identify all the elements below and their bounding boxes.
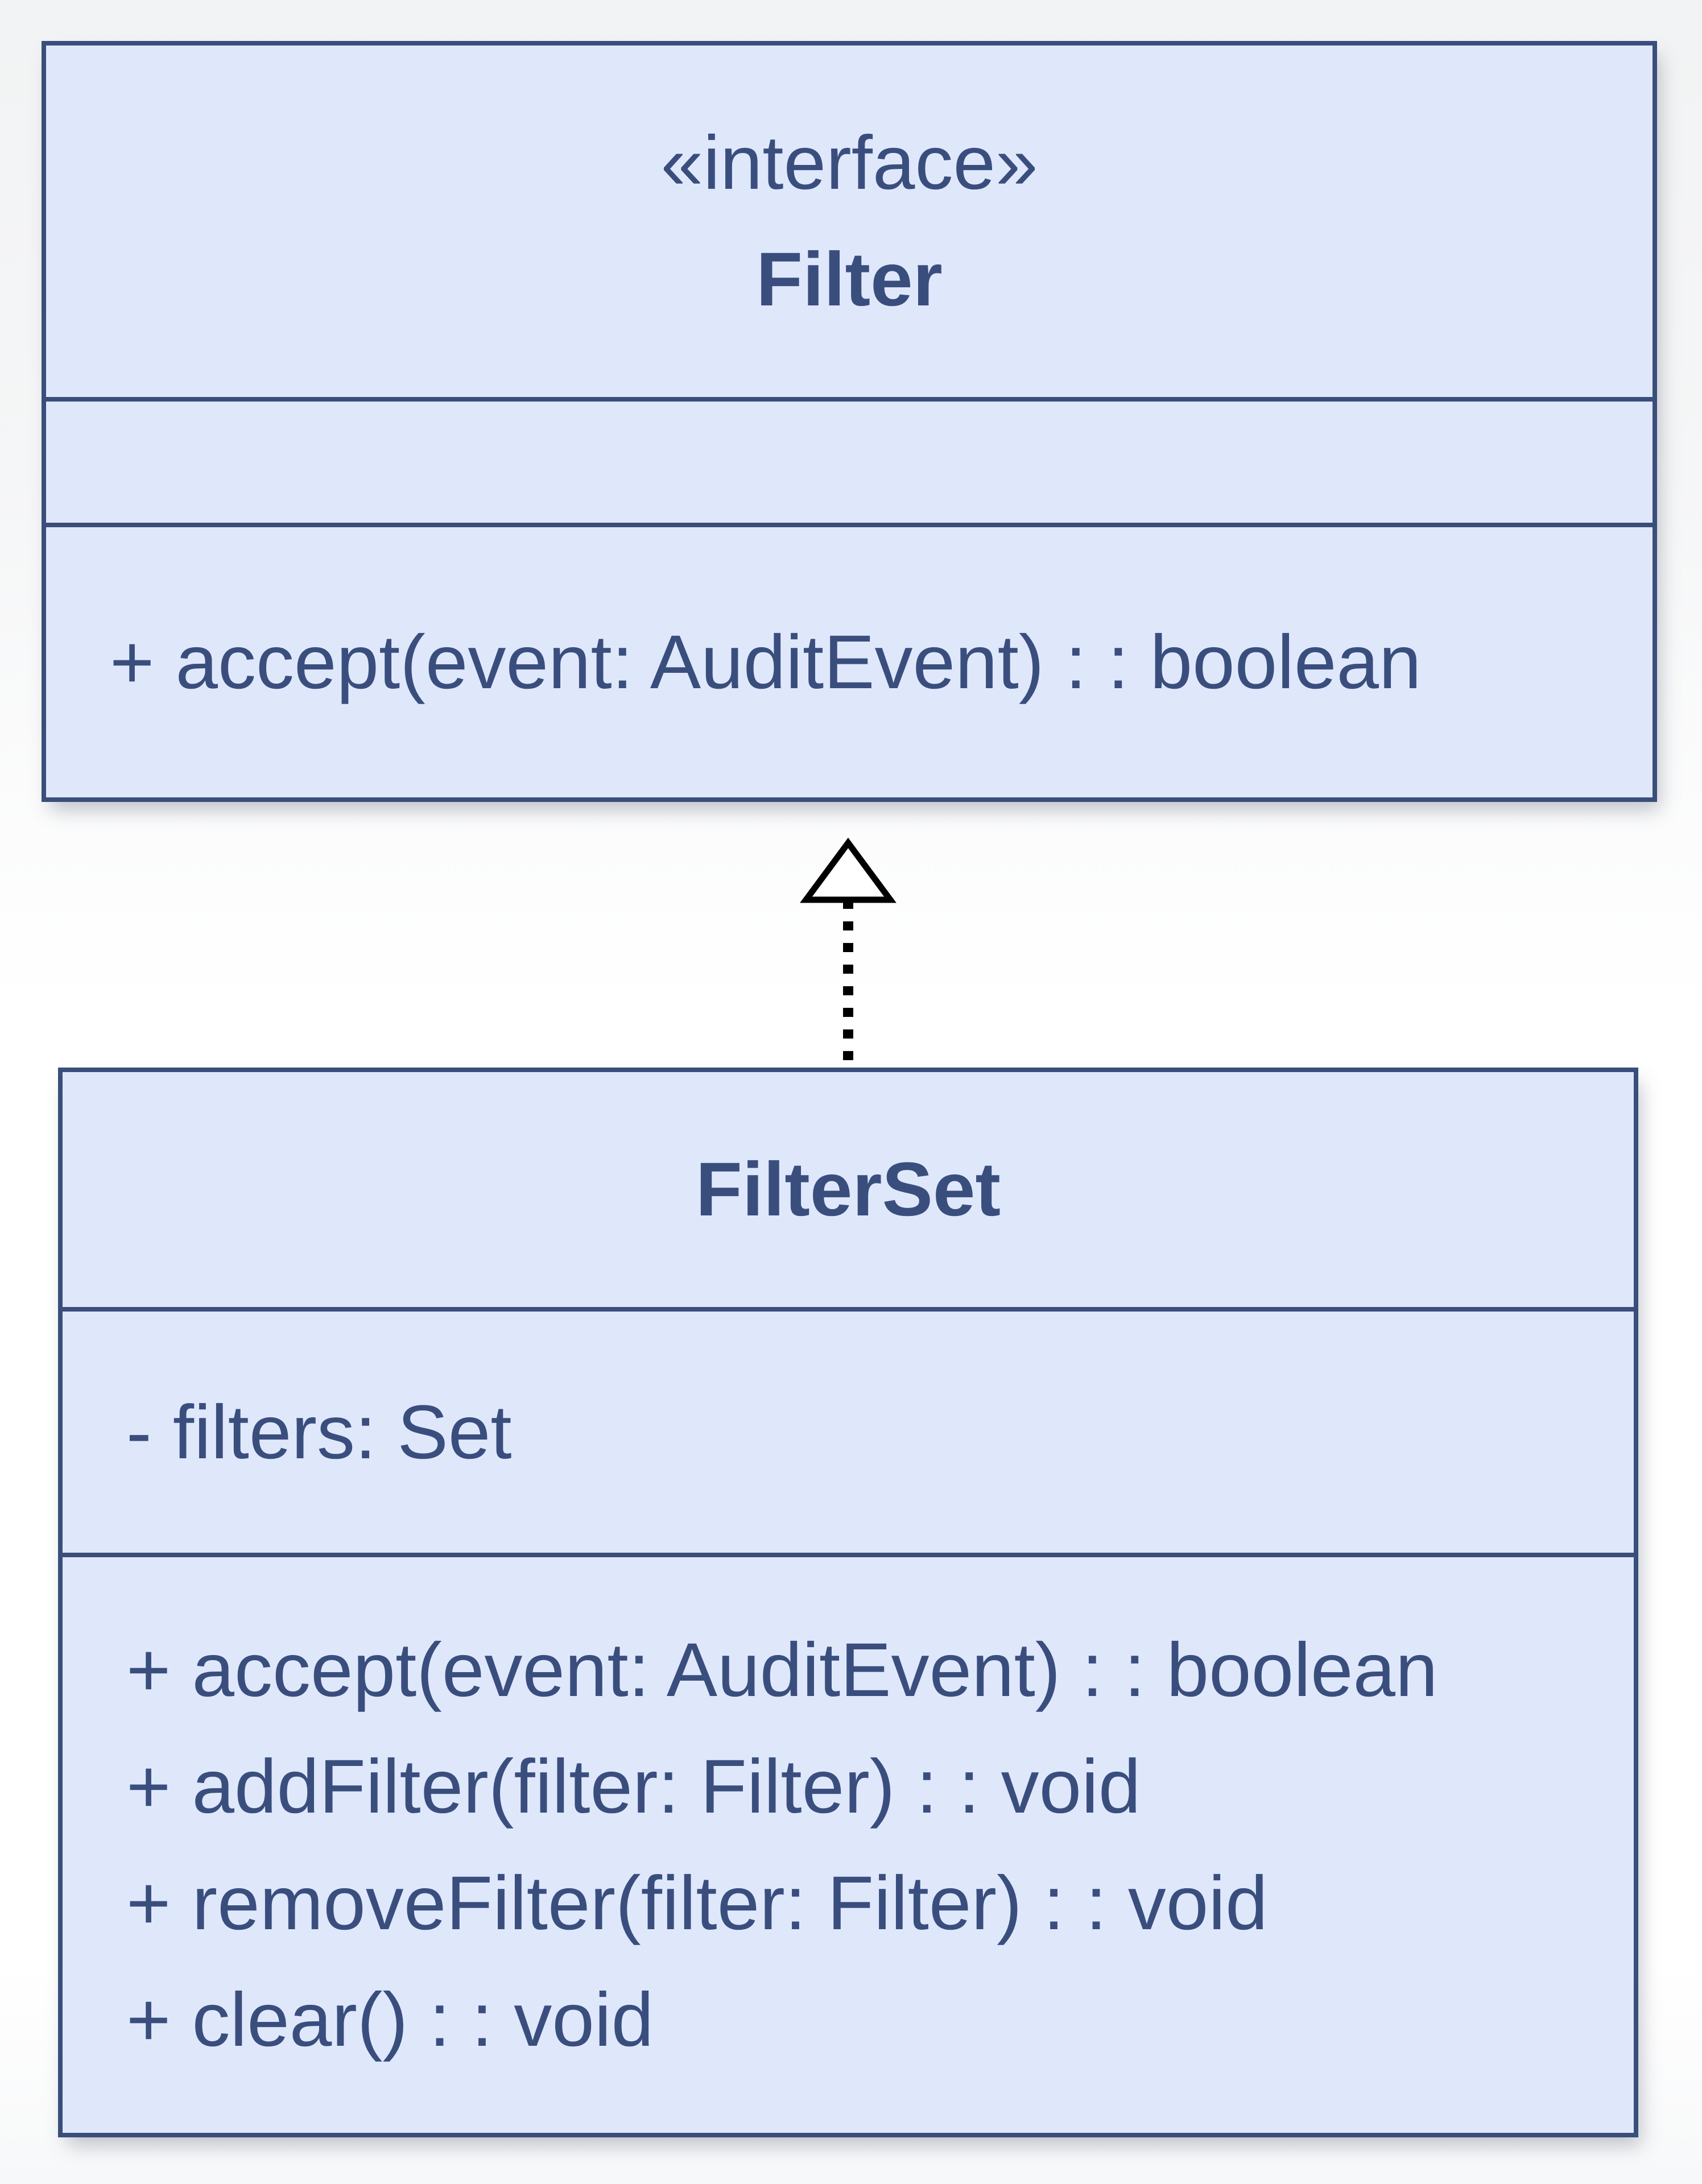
interface-attributes-compartment — [46, 402, 1653, 523]
compartment-divider — [63, 1553, 1634, 1557]
method-label: + accept(event: AuditEvent) : : boolean — [110, 620, 1422, 705]
attribute-label: - filters: Set — [126, 1389, 512, 1475]
method-label: + clear() : : void — [126, 1978, 654, 2062]
hollow-triangle-arrowhead-icon — [800, 837, 897, 903]
interface-title-compartment: «interface» Filter — [46, 46, 1653, 397]
method-label: + accept(event: AuditEvent) : : boolean — [126, 1628, 1438, 1713]
filterset-class-name: FilterSet — [695, 1147, 1001, 1232]
stereotype-label: «interface» — [660, 121, 1038, 205]
filterset-attributes-compartment: - filters: Set — [63, 1312, 1634, 1553]
interface-class-name: Filter — [756, 237, 943, 322]
filterset-title-compartment: FilterSet — [63, 1072, 1634, 1307]
method-label: + removeFilter(filter: Filter) : : void — [126, 1861, 1268, 1946]
interface-methods-compartment: + accept(event: AuditEvent) : : boolean — [46, 527, 1653, 797]
interface-class-box-filter: «interface» Filter + accept(event: Audit… — [42, 41, 1657, 802]
compartment-divider — [46, 397, 1653, 402]
compartment-divider — [46, 523, 1653, 527]
compartment-divider — [63, 1307, 1634, 1312]
method-label: + addFilter(filter: Filter) : : void — [126, 1744, 1141, 1829]
realization-arrow — [800, 837, 897, 1068]
filterset-methods-compartment: + accept(event: AuditEvent) : : boolean … — [63, 1557, 1634, 2133]
class-box-filterset: FilterSet - filters: Set + accept(event:… — [58, 1068, 1638, 2137]
